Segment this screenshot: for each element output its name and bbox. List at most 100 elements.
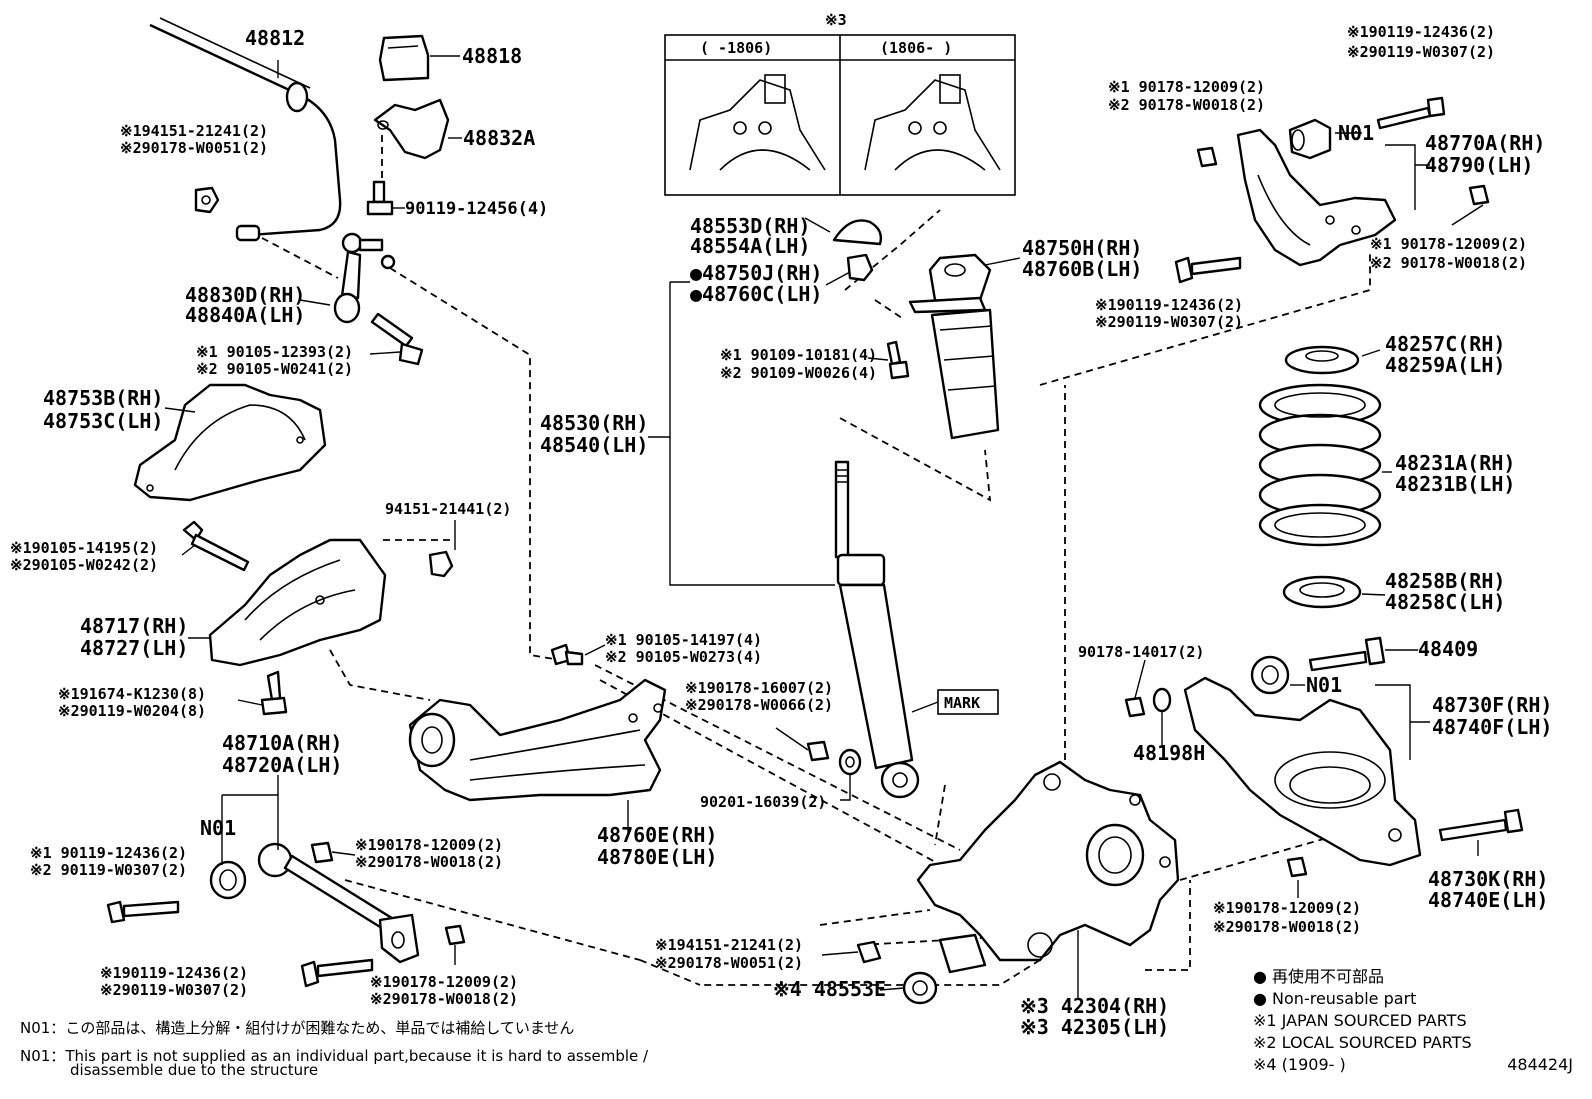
legend-local-sourced: ※2 LOCAL SOURCED PARTS (1253, 1033, 1472, 1052)
label-90178-14017: 90178-14017(2) (1078, 643, 1204, 661)
washer-90201 (838, 748, 862, 776)
label-upper-nut-r1: ※1 90178-12009(2) (1370, 235, 1527, 253)
label-trailing-bolt-2: ※2 90105-W0273(4) (605, 648, 762, 666)
bump-stopper-48553D (832, 219, 883, 246)
shock-absorber-48530 (834, 460, 920, 799)
label-bracket-lh: 48727(LH) (80, 636, 188, 660)
bushing-n01-upper (1288, 118, 1332, 160)
inset-left-header: ( -1806) (700, 39, 772, 57)
upper-nut-right (1468, 184, 1490, 206)
label-upper-bolt-b2: ※290119-W0307(2) (1095, 313, 1243, 331)
label-upper-rh: 48770A(RH) (1425, 131, 1545, 155)
label-stab-bolt-1: ※194151-21241(2) (120, 122, 268, 140)
mark-label: MARK (944, 694, 980, 712)
label-upper-nut-1: ※1 90178-12009(2) (1108, 78, 1265, 96)
label-group: ※3 ( -1806) (1806- ) 48812 48818 48832A … (10, 11, 1552, 1039)
label-upper-nut-r2: ※2 90178-W0018(2) (1370, 254, 1527, 272)
label-bracket-nut-2: ※290119-W0204(8) (58, 702, 206, 720)
bolt-48730K (1438, 808, 1524, 842)
label-bracket-rh: 48717(RH) (80, 614, 188, 638)
label-trailing-bolt-1: ※1 90105-14197(4) (605, 631, 762, 649)
label-support-rh: 48750H(RH) (1022, 236, 1142, 260)
label-lateral-nut-2: ※290178-W0018(2) (355, 853, 503, 871)
legend-nonreuse-jp: ● 再使用不可部品 (1253, 967, 1385, 986)
label-lateral-rh: 48710A(RH) (222, 731, 342, 755)
label-link-lh: 48840A(LH) (185, 303, 305, 327)
label-lower-lh: 48740F(LH) (1432, 715, 1552, 739)
support-bolt-90109 (886, 340, 910, 380)
label-n01-lower: N01 (1306, 673, 1342, 697)
label-bracket-nut-1: ※191674-K1230(8) (58, 685, 206, 703)
label-upper-bolt-2: ※290119-W0307(2) (1347, 43, 1495, 61)
label-lateral-bolt-1: ※1 90119-12436(2) (30, 844, 187, 862)
dust-cover-48753B (133, 383, 327, 502)
lateral-bolt-2 (300, 958, 374, 988)
n01-note-en-prefix: N01： (20, 1047, 66, 1065)
shock-nut-90178-16007 (806, 740, 830, 762)
label-48812: 48812 (245, 26, 305, 50)
label-48553E: ※4 48553E (773, 977, 886, 1001)
label-bump-rh: 48553D(RH) (690, 214, 810, 238)
upper-arm-48770A (1236, 128, 1397, 267)
label-lateral-bolt-2: ※2 90119-W0307(2) (30, 861, 187, 879)
label-lower-rh: 48730F(RH) (1432, 693, 1552, 717)
label-upper-nut-2: ※2 90178-W0018(2) (1108, 96, 1265, 114)
n01-note-en-line2: disassemble due to the structure (70, 1062, 318, 1078)
knuckle-42304 (916, 760, 1180, 974)
stabilizer-bushing-48818 (378, 34, 430, 82)
label-cover-lh: 48753C(LH) (43, 409, 163, 433)
label-lower-bolt-lh: 48740E(LH) (1428, 888, 1548, 912)
label-48409: 48409 (1418, 637, 1478, 661)
bushing-n01-lower (1250, 655, 1290, 695)
coil-spring-48231A (1258, 383, 1382, 547)
label-lateral-bolt2-2: ※290119-W0307(2) (100, 981, 248, 999)
label-lateral-lh: 48720A(LH) (222, 753, 342, 777)
label-mount-nut-lh: ●48760C(LH) (690, 282, 822, 306)
label-support-lh: 48760B(LH) (1022, 257, 1142, 281)
bolt-48409 (1308, 636, 1386, 672)
label-48198H: 48198H (1133, 741, 1205, 765)
label-lateral-nut2-2: ※290178-W0018(2) (370, 990, 518, 1008)
legend-japan-sourced: ※1 JAPAN SOURCED PARTS (1253, 1011, 1467, 1030)
upper-bolt (1376, 96, 1446, 130)
lateral-nut-2 (444, 924, 466, 946)
label-lower-nut-1: ※190178-12009(2) (1213, 899, 1361, 917)
label-spring-lh: 48231B(LH) (1395, 472, 1515, 496)
label-knuckle-lh: ※3 42305(LH) (1020, 1015, 1169, 1039)
shock-support-48750H (908, 253, 1000, 440)
stabilizer-link-48830D (333, 232, 396, 324)
label-shock-nut-1: ※190178-16007(2) (685, 679, 833, 697)
label-cover-rh: 48753B(RH) (43, 386, 163, 410)
bracket-nut-91674 (260, 670, 288, 716)
lower-nut (1286, 856, 1308, 878)
label-upper-lh: 48790(LH) (1425, 153, 1533, 177)
label-trailing-lh: 48780E(LH) (597, 845, 717, 869)
n01-note-en: N01：This part is not supplied as an indi… (20, 1048, 648, 1064)
stabilizer-bar-48812 (149, 17, 342, 242)
label-knuckle-nut-1: ※194151-21241(2) (655, 936, 803, 954)
assembly-dashed-lines (261, 209, 1391, 986)
inset-right-header: (1806- ) (880, 39, 952, 57)
bolt-90119-12456 (366, 180, 394, 216)
label-link-bolt-2: ※2 90105-W0241(2) (196, 360, 353, 378)
label-knuckle-nut-2: ※290178-W0051(2) (655, 954, 803, 972)
label-shock-rh: 48530(RH) (540, 411, 648, 435)
label-lateral-bolt2-1: ※190119-12436(2) (100, 964, 248, 982)
legend-nonreuse-en: ● Non-reusable part (1253, 989, 1417, 1008)
n01-note-en-line1: This part is not supplied as an individu… (65, 1047, 649, 1065)
label-washer: 90201-16039(2) (700, 793, 826, 811)
washer-48198H (1152, 687, 1172, 713)
lateral-arm-48710A (257, 842, 420, 964)
label-shock-lh: 48540(LH) (540, 433, 648, 457)
label-bracket-bolt-2: ※290105-W0242(2) (10, 556, 158, 574)
label-support-bolt-1: ※1 90109-10181(4) (720, 346, 877, 364)
lower-spring-seat-48258B (1282, 575, 1362, 609)
label-link-rh: 48830D(RH) (185, 283, 305, 307)
label-lower-bolt-rh: 48730K(RH) (1428, 867, 1548, 891)
nut-90178-14017 (1124, 696, 1146, 718)
label-upper-bolt-1: ※190119-12436(2) (1347, 23, 1495, 41)
label-lower-nut-2: ※290178-W0018(2) (1213, 918, 1361, 936)
n01-note-jp-text: この部品は、構造上分解・組付けが困難なため、単品では補給していません (65, 1019, 575, 1037)
nut-stab (194, 186, 220, 214)
